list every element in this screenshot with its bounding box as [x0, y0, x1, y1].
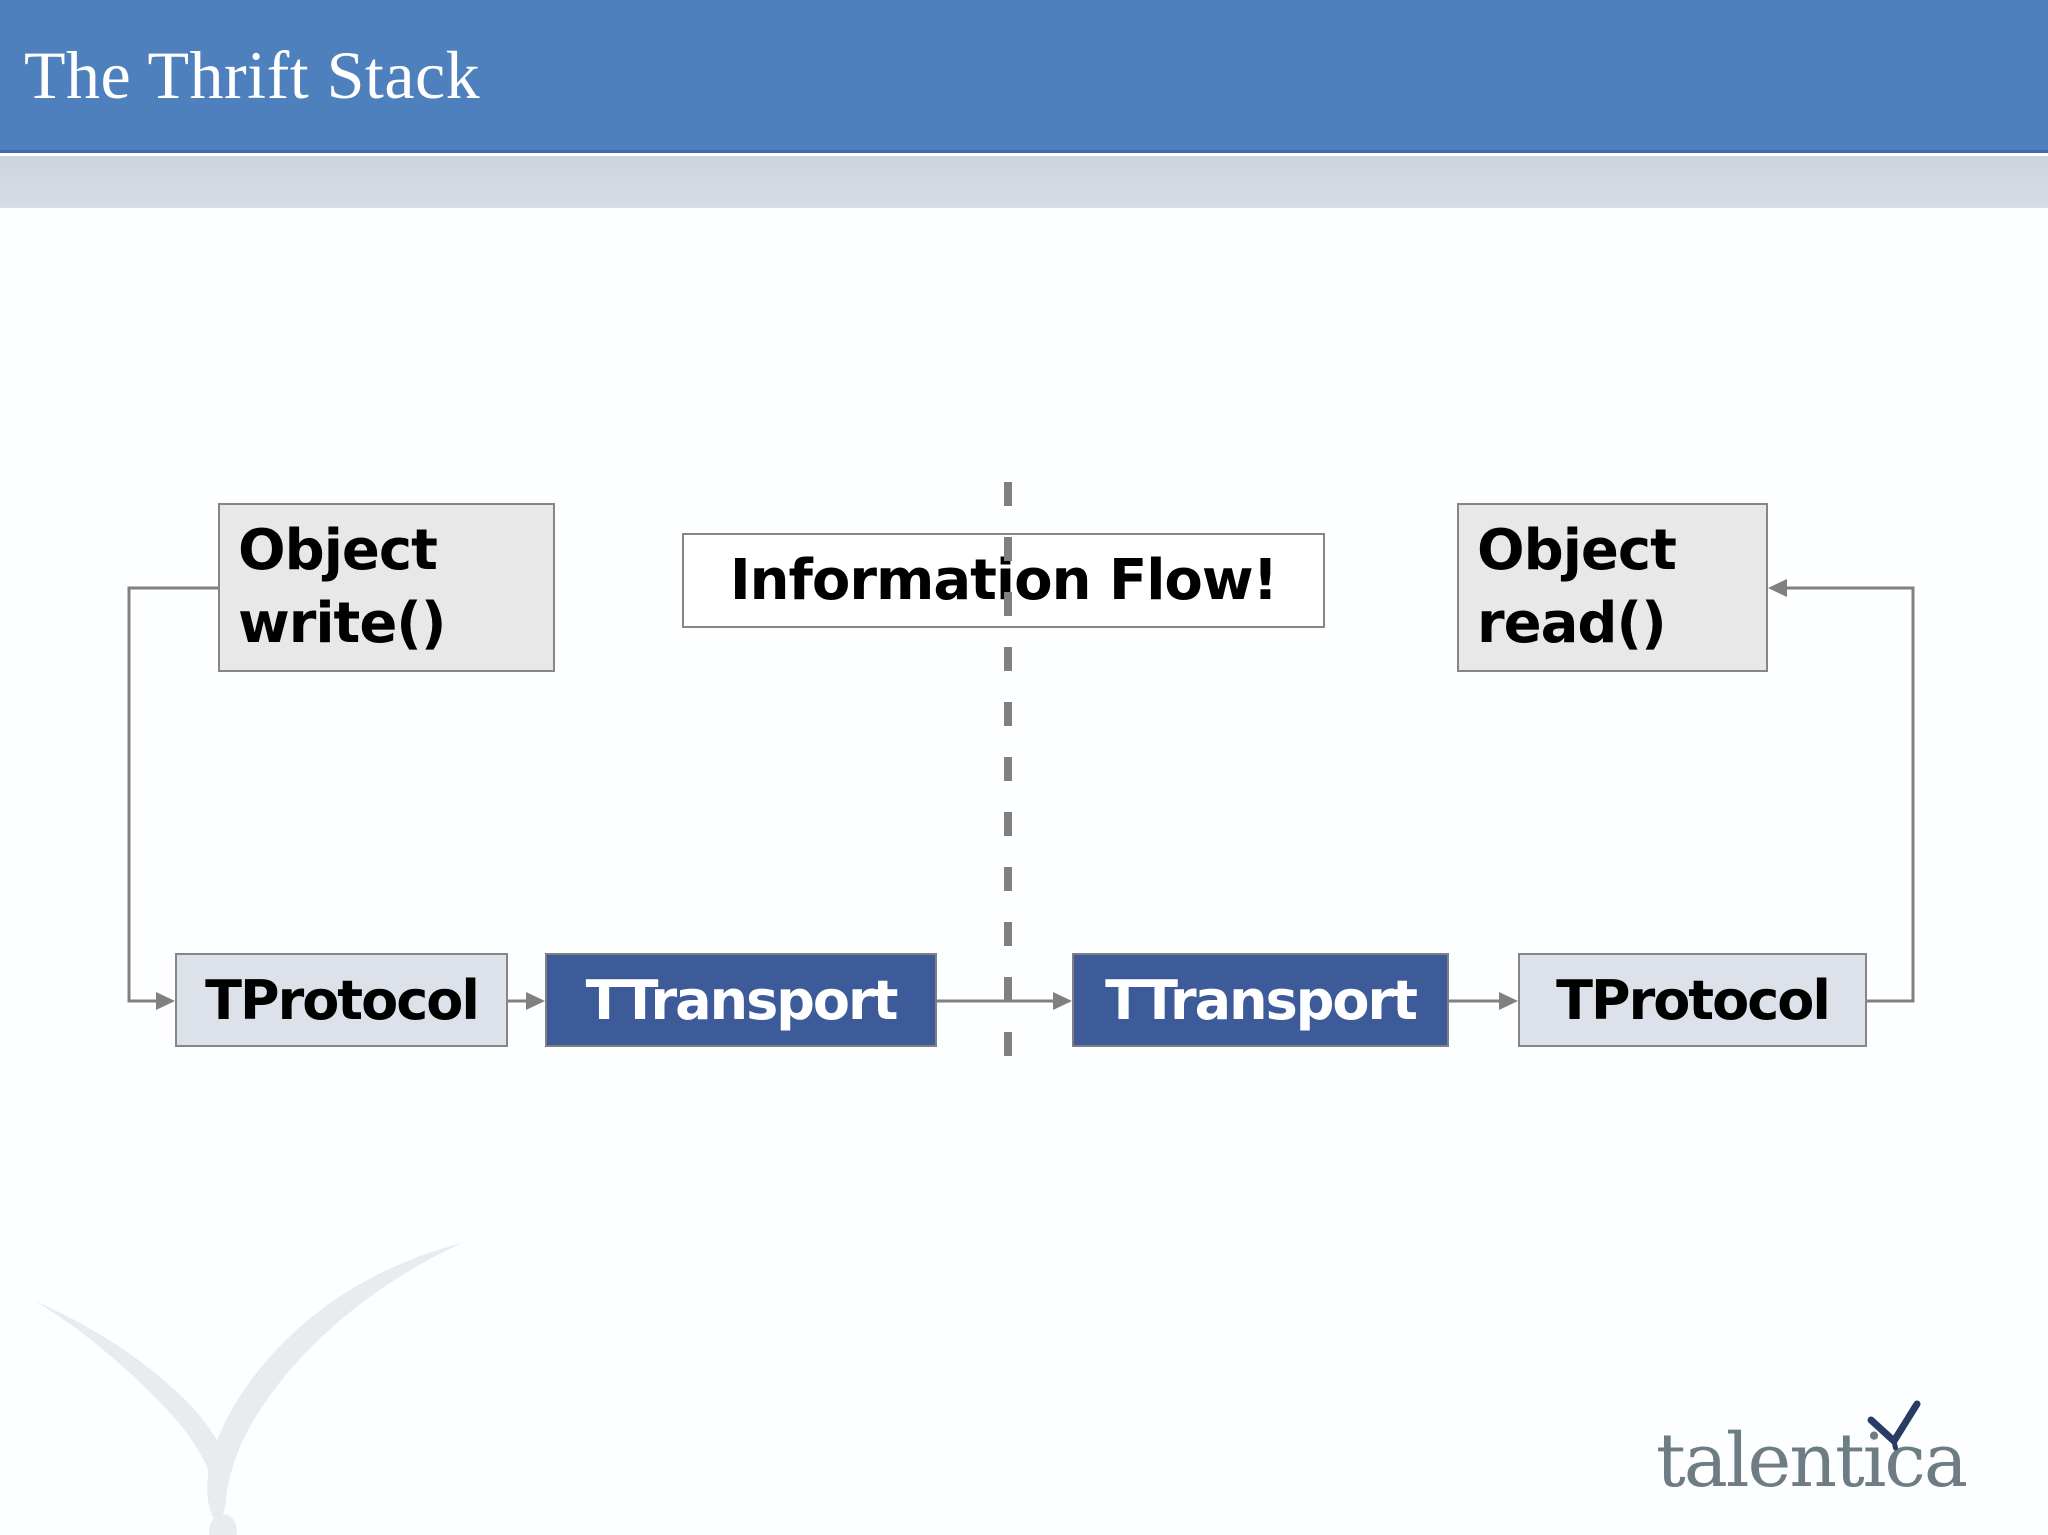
object-write-label: Object write() [238, 517, 446, 656]
tprotocol-left-box: TProtocol [175, 953, 508, 1047]
object-read-label: Object read() [1477, 517, 1677, 656]
connector-tprotocol-to-read [1786, 586, 1915, 1003]
connector-write-to-tprotocol [127, 586, 218, 1003]
tprotocol-right-label: TProtocol [1556, 968, 1831, 1032]
talentica-logo-text: talentica [1656, 1418, 1968, 1504]
information-flow-box: Information Flow! [682, 533, 1325, 628]
tprotocol-right-box: TProtocol [1518, 953, 1867, 1047]
arrowhead-into-ttransport-right [1053, 992, 1072, 1010]
object-write-box: Object write() [218, 503, 555, 672]
ttransport-right-label: TTransport [1105, 968, 1418, 1032]
ttransport-right-box: TTransport [1072, 953, 1449, 1047]
watermark-bird-icon [35, 1243, 462, 1535]
ttransport-left-label: TTransport [585, 968, 899, 1032]
arrowhead-into-object-read [1768, 579, 1787, 597]
arrowhead-into-tprotocol-left [156, 992, 175, 1010]
information-flow-label: Information Flow! [729, 548, 1278, 613]
arrowhead-into-ttransport-left [526, 992, 545, 1010]
slide-header: The Thrift Stack [0, 0, 2048, 153]
ttransport-left-box: TTransport [545, 953, 937, 1047]
arrowhead-into-tprotocol-right [1499, 992, 1518, 1010]
slide-title: The Thrift Stack [24, 36, 481, 113]
tprotocol-left-label: TProtocol [205, 968, 480, 1032]
object-read-box: Object read() [1457, 503, 1768, 672]
header-accent-strip [0, 156, 2048, 208]
talentica-check-icon [1867, 1400, 1921, 1451]
